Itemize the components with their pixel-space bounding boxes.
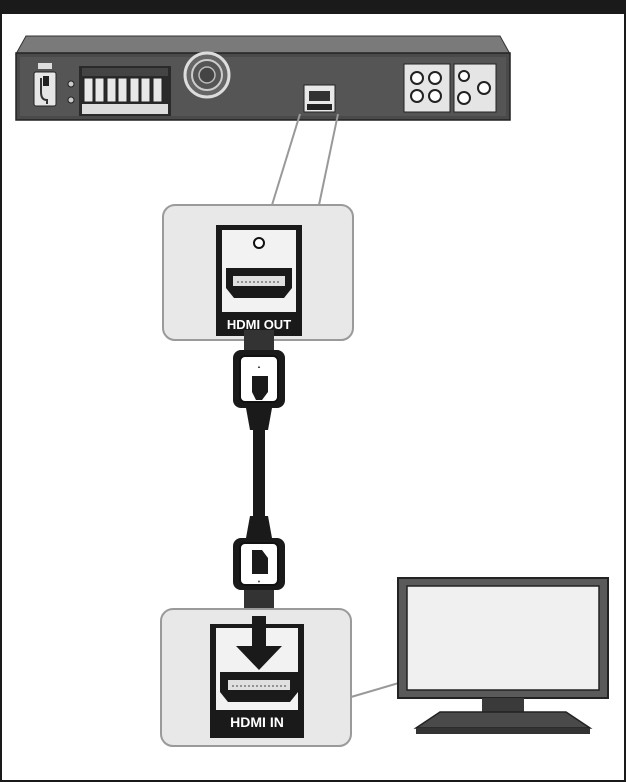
hdmi-out-zoom-panel: HDMI OUT (162, 204, 354, 341)
hdmi-out-label: HDMI OUT (227, 317, 291, 332)
speaker-terminals (79, 66, 171, 116)
hdmi-in-label: HDMI IN (230, 714, 284, 730)
hdmi-in-zoom-panel: HDMI IN (160, 608, 352, 747)
player-hdmi-port-icon (303, 84, 336, 113)
svg-text:▲: ▲ (257, 364, 261, 369)
power-socket-icon (33, 63, 57, 107)
svg-text:▼: ▼ (257, 579, 261, 584)
callout-line-top (271, 113, 301, 206)
player-rear-panel-icon (15, 35, 511, 121)
hdmi-cable-icon: ▲ ▼ (233, 330, 285, 610)
av-jacks-icon (403, 63, 497, 113)
callout-line-top-2 (318, 113, 339, 206)
top-black-band (0, 0, 626, 14)
arrow-down-icon (236, 616, 282, 670)
cooling-fan-icon (183, 51, 231, 99)
television-icon (397, 577, 609, 734)
